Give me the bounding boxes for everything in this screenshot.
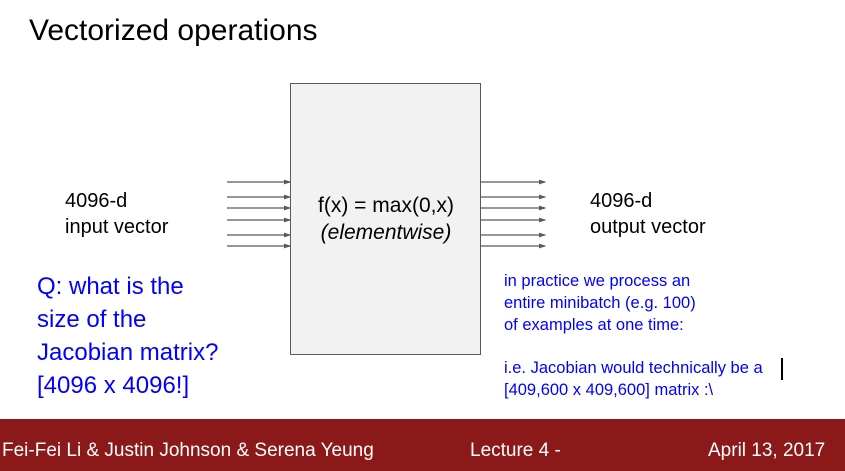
input-label-dim: 4096-d	[65, 190, 128, 212]
input-arrows-icon	[227, 179, 292, 249]
function-note: (elementwise)	[320, 221, 452, 244]
output-arrows-icon	[481, 179, 547, 249]
question-line: Jacobian matrix?	[37, 339, 219, 366]
output-label: 4096-d output vector	[590, 188, 706, 240]
note-line: in practice we process an	[504, 272, 691, 290]
note-line: i.e. Jacobian would technically be a	[504, 359, 763, 377]
output-label-dim: 4096-d	[590, 190, 653, 212]
question-line: Q: what is the	[37, 273, 184, 300]
footer-bar: Fei-Fei Li & Justin Johnson & Serena Yeu…	[0, 419, 845, 471]
slide-title: Vectorized operations	[29, 14, 318, 47]
footer-lecture: Lecture 4 -	[470, 440, 561, 461]
question-answer: [4096 x 4096!]	[37, 372, 190, 399]
question-line: size of the	[37, 306, 147, 333]
output-label-desc: output vector	[590, 216, 706, 238]
jacobian-note: i.e. Jacobian would technically be a [40…	[504, 357, 763, 401]
function-formula: f(x) = max(0,x)	[318, 194, 454, 217]
jacobian-question: Q: what is the size of the Jacobian matr…	[37, 270, 218, 402]
note-line: [409,600 x 409,600] matrix :\	[504, 381, 714, 399]
function-box	[290, 83, 481, 355]
note-line: of examples at one time:	[504, 316, 684, 334]
note-line: entire minibatch (e.g. 100)	[504, 294, 696, 312]
input-label: 4096-d input vector	[65, 188, 168, 240]
function-box-text: f(x) = max(0,x) (elementwise)	[290, 192, 482, 246]
practice-note: in practice we process an entire minibat…	[504, 270, 696, 336]
text-cursor	[781, 358, 783, 380]
footer-authors: Fei-Fei Li & Justin Johnson & Serena Yeu…	[2, 440, 374, 461]
footer-date: April 13, 2017	[708, 440, 826, 461]
input-label-desc: input vector	[65, 216, 169, 238]
